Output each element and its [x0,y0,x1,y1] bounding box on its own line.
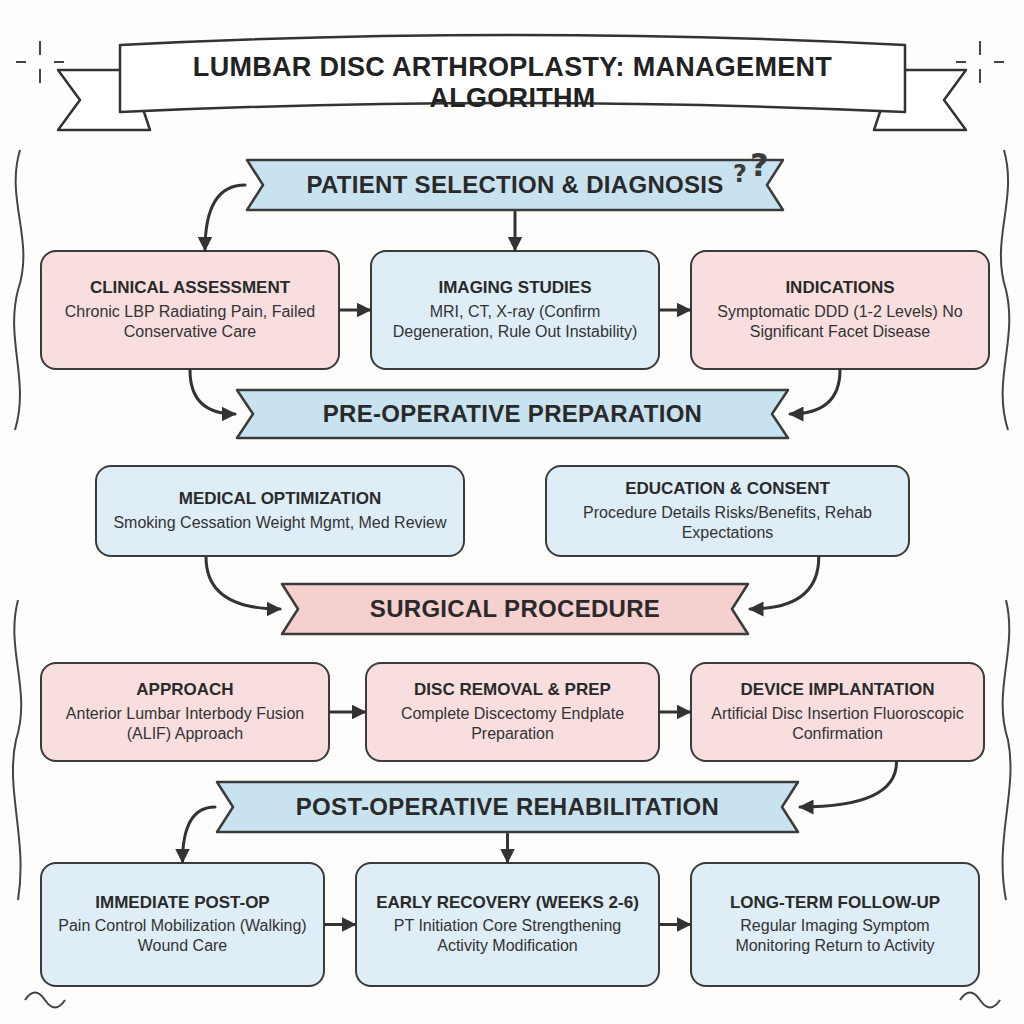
box-body: MRI, CT, X-ray (Confirm Degeneration, Ru… [384,302,646,342]
ribbon-shape [247,160,783,210]
title-ribbon [58,35,966,130]
flow-arrow [660,711,690,714]
box-heading: CLINICAL ASSESSMENT [90,278,290,298]
process-box: INDICATIONS Symptomatic DDD (1-2 Levels) … [690,250,990,370]
band-title: PRE-OPERATIVE PREPARATION [323,400,703,428]
process-box: APPROACH Anterior Lumbar Interbody Fusion… [40,662,330,762]
corner-swirl [25,993,65,1008]
corner-swirl [960,993,1000,1008]
question-mark: ? [750,146,769,184]
band-title: SURGICAL PROCEDURE [370,595,660,623]
flow-arrow [190,370,235,414]
flow-arrow [330,711,365,714]
section-band: POST-OPERATIVE REHABILITATION [215,780,800,834]
band-title: POST-OPERATIVE REHABILITATION [296,793,719,821]
border-swirl [1001,150,1009,430]
question-mark: ? [733,160,747,188]
box-body: Anterior Lumbar Interbody Fusion (ALIF) … [54,704,316,744]
box-heading: EARLY RECOVERY (WEEKS 2-6) [376,893,639,913]
flow-arrow [660,923,690,926]
box-heading: EDUCATION & CONSENT [625,479,830,499]
sparkle [956,41,1004,83]
border-swirl [1003,600,1011,900]
band-title: PATIENT SELECTION & DIAGNOSIS [306,171,723,199]
box-heading: MEDICAL OPTIMIZATION [179,489,381,509]
ribbon-shape [237,390,788,438]
box-body: Artificial Disc Insertion Fluoroscopic C… [704,704,971,744]
flow-arrow [340,309,370,312]
box-heading: LONG-TERM FOLLOW-UP [730,893,940,913]
section-band: PATIENT SELECTION & DIAGNOSIS [245,158,785,212]
section-band: PRE-OPERATIVE PREPARATION [235,388,790,440]
flow-arrow [790,370,840,414]
flow-arrow [514,212,517,250]
flow-arrow [325,923,355,926]
section-band: SURGICAL PROCEDURE [280,582,750,636]
process-box: IMMEDIATE POST-OP Pain Control Mobilizati… [40,862,325,987]
page-swirls [13,150,1011,1008]
flow-arrow [506,834,509,862]
flow-arrow [660,309,690,312]
box-body: Symptomatic DDD (1-2 Levels) No Signific… [704,302,976,342]
box-heading: DEVICE IMPLANTATION [741,680,935,700]
process-box: DEVICE IMPLANTATION Artificial Disc Inser… [690,662,985,762]
process-box: IMAGING STUDIES MRI, CT, X-ray (Confirm D… [370,250,660,370]
box-heading: IMAGING STUDIES [438,278,591,298]
process-box: LONG-TERM FOLLOW-UP Regular Imaging Sympt… [690,862,980,987]
process-box: EDUCATION & CONSENT Procedure Details Ris… [545,465,910,557]
flow-arrow [205,185,245,250]
box-body: Pain Control Mobilization (Walking) Woun… [54,916,311,956]
ribbon-shape [217,782,798,832]
box-heading: INDICATIONS [785,278,894,298]
ribbon-shape [282,584,748,634]
box-heading: APPROACH [136,680,233,700]
flow-arrow [206,557,280,609]
border-swirl [14,150,23,430]
diagram-title: LUMBAR DISC ARTHROPLASTY: MANAGEMENT ALG… [120,52,905,114]
box-body: Chronic LBP Radiating Pain, Failed Conse… [54,302,326,342]
process-box: DISC REMOVAL & PREP Complete Discectomy E… [365,662,660,762]
process-box: CLINICAL ASSESSMENT Chronic LBP Radiating… [40,250,340,370]
box-body: PT Initiation Core Strengthening Activit… [369,916,646,956]
box-body: Smoking Cessation Weight Mgmt, Med Revie… [113,513,446,533]
border-swirl [13,600,21,900]
box-body: Regular Imaging Symptom Monitoring Retur… [704,916,966,956]
box-heading: DISC REMOVAL & PREP [414,680,611,700]
box-heading: IMMEDIATE POST-OP [95,893,269,913]
process-box: EARLY RECOVERY (WEEKS 2-6) PT Initiation … [355,862,660,987]
flow-arrow [183,807,216,862]
flow-arrow [750,557,819,609]
flow-arrow [800,762,897,807]
box-body: Procedure Details Risks/Benefits, Rehab … [559,503,896,543]
box-body: Complete Discectomy Endplate Preparation [379,704,646,744]
process-box: MEDICAL OPTIMIZATION Smoking Cessation We… [95,465,465,557]
sparkle [16,41,64,83]
